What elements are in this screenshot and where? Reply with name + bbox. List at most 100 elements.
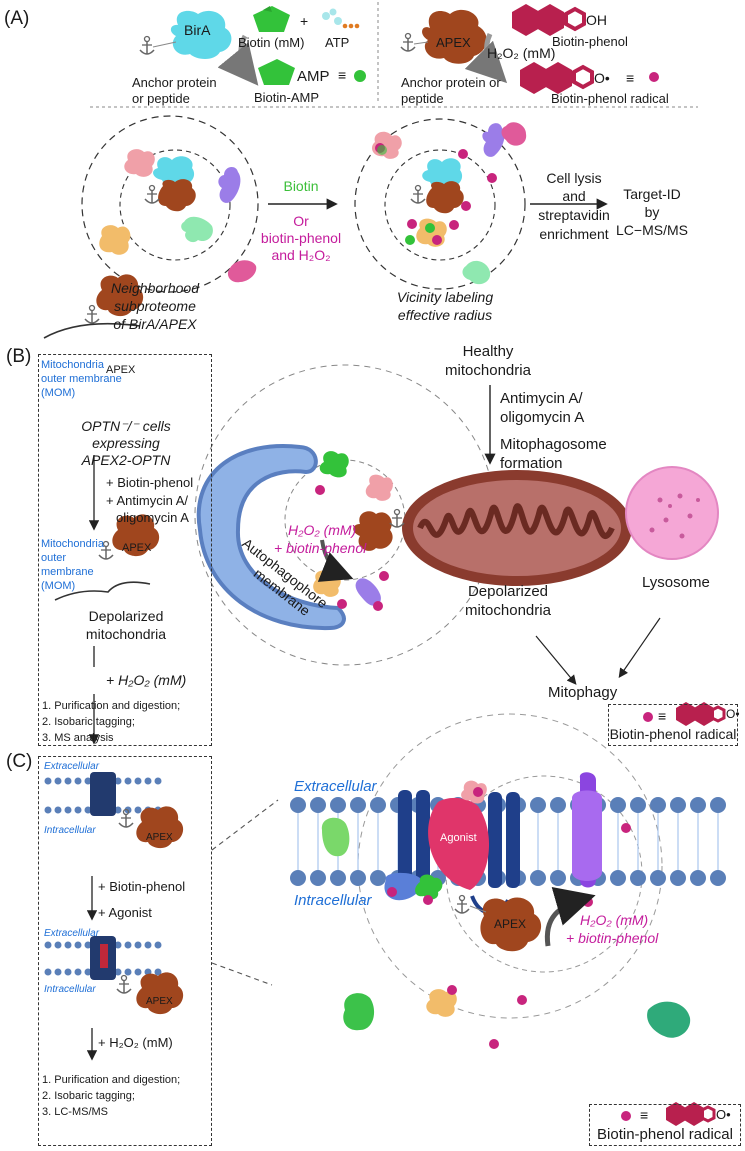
panel-label-c: (C) [6, 751, 33, 772]
lysis-line1: Cell lysis [546, 170, 602, 186]
autophagophore-membrane-shape [196, 444, 346, 631]
intra-small-1: Intracellular [44, 825, 96, 836]
mitophagosome-line2: formation [500, 455, 563, 472]
b-list2: 2. Isobaric tagging; [42, 716, 135, 728]
mom-line3: (MOM) [41, 387, 76, 399]
apex-big-label: APEX [494, 917, 527, 931]
biotin-mm-label: Biotin (mM) [238, 35, 305, 50]
apex-label-c1: APEX [146, 832, 173, 843]
anchor-icon [139, 35, 155, 55]
b-list1: 1. Purification and digestion; [42, 700, 181, 712]
lysis-line3: streptavidin [538, 207, 610, 223]
vicinity-line2: effective radius [397, 307, 493, 323]
equiv-sign-a2: ≡ [626, 70, 635, 86]
optn-line3: APEX2-OPTN [81, 452, 171, 468]
legend-label-c: Biotin-phenol radical [597, 1126, 733, 1143]
anchor-left-line1: Anchor protein [132, 75, 217, 90]
equiv-sign-c: ≡ [640, 1107, 649, 1123]
panel-b-legend-box [608, 704, 738, 746]
mitochondrion-icon [402, 470, 632, 586]
anchor-left-line2: or peptide [132, 91, 190, 106]
h2o2-mm-label-a: H₂O₂ (mM) [487, 45, 556, 61]
healthy-line1: Healthy [462, 343, 514, 360]
mom2-line2: outer [41, 552, 67, 564]
h2o2-big-label: H₂O₂ (mM) [580, 912, 649, 928]
intracellular-big: Intracellular [294, 892, 372, 909]
mom-line2: outer membrane [41, 373, 122, 385]
panel-label-b: (B) [6, 346, 32, 367]
c-list1: 1. Purification and digestion; [42, 1074, 181, 1086]
apex-label-a: APEX [436, 35, 471, 50]
extracellular-big: Extracellular [294, 778, 377, 795]
antimycin-b-line1: Antimycin A/ [500, 390, 583, 407]
o-dot-label-a: O• [594, 70, 610, 86]
b-list3: 3. MS analysis [42, 732, 114, 744]
step1-biotin-phenol: + Biotin-phenol [106, 475, 194, 490]
healthy-line2: mitochondria [445, 362, 531, 379]
atp-label: ATP [325, 35, 350, 50]
neighborhood-line1: Neighborhood [111, 280, 199, 296]
c-step2: + Agonist [98, 905, 152, 920]
lysosome-icon [625, 466, 719, 560]
extra-small-1: Extracellular [44, 761, 100, 772]
mom-line1: Mitochondria [41, 359, 104, 371]
intra-small-2: Intracellular [44, 984, 96, 995]
apex-label-b1: APEX [106, 364, 136, 376]
antimycin-b-line2: oligomycin A [500, 409, 585, 426]
equiv-sign-b: ≡ [658, 708, 667, 724]
mom2-line3: membrane [41, 566, 94, 578]
anchor-right-line1: Anchor protein or [401, 75, 501, 90]
depol-mito-line2: mitochondria [465, 602, 551, 619]
lysis-line2: and [562, 188, 586, 204]
pentagon-biotin-icon [253, 6, 290, 32]
depolarized-line1: Depolarized [88, 608, 164, 624]
step1-oligomycin: oligomycin A [116, 510, 189, 525]
mitophagy-label: Mitophagy [548, 684, 618, 701]
panel-c-legend-box [589, 1104, 741, 1146]
mitophagosome-line1: Mitophagosome [500, 436, 607, 453]
equiv-sign-a1: ≡ [338, 67, 347, 83]
c-list3: 3. LC-MS/MS [42, 1106, 109, 1118]
h2o2-center-b: H₂O₂ (mM) [288, 522, 357, 538]
panel-b-protocol-box [38, 354, 212, 746]
depolarized-line2: mitochondria [85, 626, 167, 642]
biotin-green-label: Biotin [283, 178, 319, 194]
or-label: Or [293, 213, 309, 229]
o-dot-label-b: O• [726, 707, 740, 721]
membrane-small-2 [44, 936, 162, 980]
c-step1: + Biotin-phenol [98, 879, 186, 894]
neighborhood-line3: of BirA/APEX [113, 316, 197, 332]
mom2-line4: (MOM) [41, 580, 76, 592]
o-dot-label-c: O• [716, 1107, 731, 1122]
neighborhood-line2: subproteome [114, 298, 196, 314]
optn-line1: OPTN⁻/⁻ cells [81, 418, 171, 434]
panel-c-protocol-box [38, 756, 212, 1146]
target-line3: LC−MS/MS [616, 222, 688, 238]
lysis-line4: enrichment [539, 226, 609, 242]
amp-label: AMP [297, 68, 330, 85]
h2o2-step-b: + H₂O₂ (mM) [106, 672, 187, 688]
plus-sign: + [300, 13, 309, 29]
c-h2o2-step: + H₂O₂ (mM) [98, 1035, 173, 1050]
anchor-right-line2: peptide [401, 91, 444, 106]
c-list2: 2. Isobaric tagging; [42, 1090, 135, 1102]
oh-label: OH [586, 12, 607, 28]
agonist-shape [428, 797, 490, 890]
vicinity-line1: Vicinity labeling [396, 289, 494, 305]
and-h2o2-magenta: and H₂O₂ [271, 247, 331, 263]
depol-mito-line1: Depolarized [467, 583, 549, 600]
bp-big-label: + biotin-phenol [566, 930, 659, 946]
apex-label-c2: APEX [146, 996, 173, 1007]
radical-label-a: Biotin-phenol radical [551, 91, 669, 106]
bp-center-b: + biotin-phenol [274, 540, 367, 556]
biotin-phenol-magenta: biotin-phenol [260, 230, 342, 246]
gpcr-icon [90, 772, 116, 816]
biotin-amp-label: Biotin-AMP [254, 90, 320, 105]
step1-antimycin: + Antimycin A/ [106, 493, 189, 508]
lysosome-label: Lysosome [642, 574, 710, 591]
agonist-label: Agonist [440, 832, 477, 844]
bira-label: BirA [184, 22, 211, 38]
apex-label-b2: APEX [122, 542, 152, 554]
legend-label-b: Biotin-phenol radical [609, 726, 737, 742]
